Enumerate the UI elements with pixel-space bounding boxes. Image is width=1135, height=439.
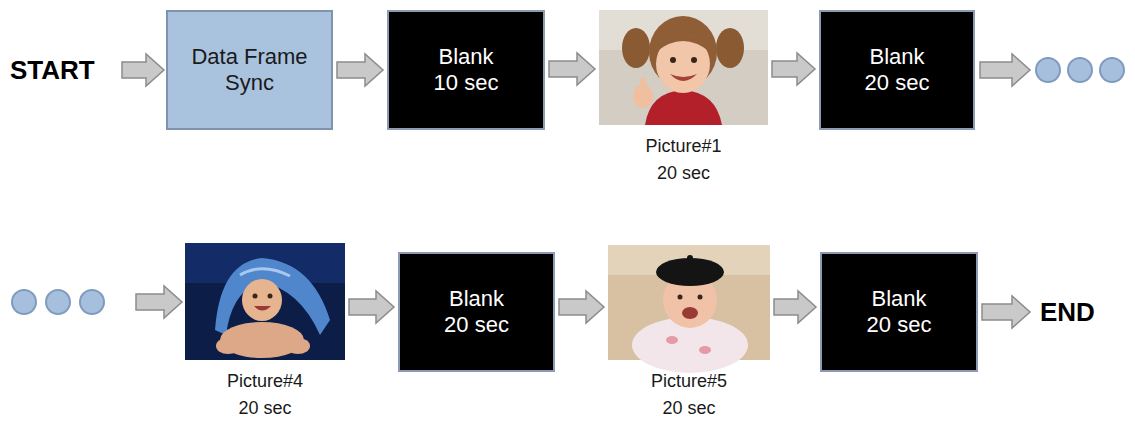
picture-frame: Picture#1 20 sec [599,10,768,187]
blank-box: Blank 20 sec [398,252,555,372]
ellipsis-dot [1068,58,1092,82]
ellipsis-dot [1036,58,1060,82]
block-arrow [549,53,595,85]
block-arrow [559,291,604,323]
box-label: Blank 20 sec [859,286,939,339]
box-label: Blank 20 sec [437,286,517,339]
picture-frame: Picture#5 20 sec [608,245,770,422]
block-arrow [772,53,815,85]
block-arrow [774,291,816,323]
blank-box: Blank 20 sec [819,10,975,130]
photo-baby-blanket [185,243,345,360]
box-label: Blank 10 sec [426,44,506,97]
flow-terminal-label: END [1040,297,1095,328]
block-arrow [122,54,164,86]
ellipsis-dot [1100,58,1124,82]
photo-baby-beret [608,245,770,373]
picture-area [185,243,345,360]
sync-box: Data Frame Sync [166,10,333,130]
flow-terminal-label: START [10,55,95,86]
ellipsis-dot [12,290,36,314]
picture-area [599,10,768,125]
picture-caption: Picture#4 20 sec [218,368,313,422]
ellipsis-dot [80,290,104,314]
block-arrow [982,296,1030,328]
picture-area [608,245,770,360]
picture-caption: Picture#1 20 sec [636,133,731,187]
block-arrow [349,291,394,323]
block-arrow [337,54,383,86]
block-arrow [980,54,1030,86]
picture-frame: Picture#4 20 sec [185,243,345,422]
box-label: Data Frame Sync [185,44,315,97]
box-label: Blank 20 sec [857,44,937,97]
block-arrow [136,286,182,318]
blank-box: Blank 10 sec [387,10,545,130]
picture-caption: Picture#5 20 sec [642,368,737,422]
ellipsis-dot [46,290,70,314]
photo-girl [599,10,768,125]
blank-box: Blank 20 sec [820,252,978,372]
